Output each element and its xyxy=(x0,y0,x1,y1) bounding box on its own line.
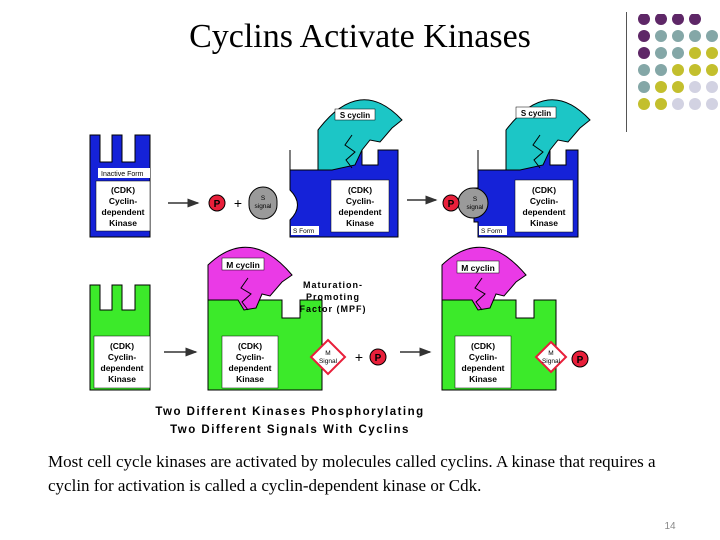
s-cyclin-label: S cyclin xyxy=(521,109,551,118)
signal-text-line: S xyxy=(261,195,266,202)
m-cyclin-cdk-phosphorylated-complex: M cyclin (CDK) Cyclin- dependent Kinase … xyxy=(441,246,589,391)
dot-row-1 xyxy=(638,14,701,25)
m-signal-icon: M Signal xyxy=(309,338,347,376)
mpf-text-line: Maturation- xyxy=(303,280,363,290)
inactive-cdk-m: (CDK) Cyclin- dependent Kinase xyxy=(89,284,151,391)
s-form-label: S Form xyxy=(481,228,502,235)
cdk-text-line: (CDK) xyxy=(238,341,262,351)
decorative-dot-grid xyxy=(638,14,718,110)
phosphate-label: P xyxy=(375,353,382,364)
s-signal-icon: S signal xyxy=(248,186,278,220)
cyclin-kinase-diagram: Inactive Form (CDK) Cyclin- dependent Ki… xyxy=(89,99,591,436)
slide-caption: Most cell cycle kinases are activated by… xyxy=(48,452,656,495)
phosphate-icon: P xyxy=(208,194,226,212)
signal-text-line: signal xyxy=(255,203,273,210)
mpf-label: Maturation- Promoting Factor (MPF) xyxy=(300,280,367,314)
cdk-text-line: Cyclin- xyxy=(109,196,138,206)
dot-row-3 xyxy=(638,47,718,59)
s-form-label: S Form xyxy=(293,228,314,235)
plus-sign: + xyxy=(234,195,242,211)
cdk-text-line: dependent xyxy=(229,363,272,373)
page-number: 14 xyxy=(664,521,676,532)
signal-text-line: M xyxy=(548,350,553,357)
inactive-cdk-s: Inactive Form (CDK) Cyclin- dependent Ki… xyxy=(89,134,151,238)
dot-row-2 xyxy=(638,30,718,42)
m-cyclin-label: M cyclin xyxy=(461,263,495,273)
cdk-text-line: Cyclin- xyxy=(108,352,137,362)
dot-row-6 xyxy=(638,98,718,110)
cdk-text-line: Kinase xyxy=(530,218,558,228)
phosphate-label: P xyxy=(214,199,221,210)
cdk-text-line: Kinase xyxy=(469,374,497,384)
dot-row-4 xyxy=(638,64,718,76)
figure-caption-line: Two Different Signals With Cyclins xyxy=(170,424,410,436)
cdk-text-line: Cyclin- xyxy=(530,196,559,206)
cdk-text-line: (CDK) xyxy=(348,185,372,195)
cdk-text-line: dependent xyxy=(339,207,382,217)
cdk-text-line: dependent xyxy=(101,363,144,373)
m-cyclin-label: M cyclin xyxy=(226,260,260,270)
cdk-text-line: Kinase xyxy=(346,218,374,228)
cdk-text-line: Kinase xyxy=(108,374,136,384)
phosphate-icon: P xyxy=(442,194,460,212)
s-cyclin-label: S cyclin xyxy=(340,111,370,120)
cdk-text-line: (CDK) xyxy=(471,341,495,351)
cdk-text-line: dependent xyxy=(523,207,566,217)
phosphate-icon: P xyxy=(369,348,387,366)
s-cyclin-cdk-complex: S cyclin (CDK) Cyclin- dependent Kinase … xyxy=(289,99,403,238)
cdk-text-line: Cyclin- xyxy=(346,196,375,206)
cdk-text-line: (CDK) xyxy=(532,185,556,195)
phosphate-icon: P xyxy=(571,350,589,368)
cdk-text-line: dependent xyxy=(102,207,145,217)
dot-row-5 xyxy=(638,81,718,93)
slide-title: Cyclins Activate Kinases xyxy=(189,18,531,55)
plus-sign: + xyxy=(355,349,363,365)
cdk-text-line: Cyclin- xyxy=(236,352,265,362)
phosphate-label: P xyxy=(577,355,584,366)
figure-caption-line: Two Different Kinases Phosphorylating xyxy=(155,406,424,418)
mpf-text-line: Promoting xyxy=(306,292,360,302)
cdk-text-line: Kinase xyxy=(236,374,264,384)
m-cyclin-cdk-complex: M cyclin (CDK) Cyclin- dependent Kinase xyxy=(207,246,323,391)
cdk-text-line: Kinase xyxy=(109,218,137,228)
signal-text-line: M xyxy=(325,350,330,357)
cdk-text-line: dependent xyxy=(462,363,505,373)
decorative-divider xyxy=(626,12,627,132)
signal-text-line: S xyxy=(473,196,478,203)
m-signal-icon: M Signal xyxy=(534,340,568,374)
s-signal-icon: S signal xyxy=(457,187,489,219)
signal-text-line: Signal xyxy=(319,358,338,365)
signal-text-line: signal xyxy=(467,204,485,211)
inactive-form-label: Inactive Form xyxy=(101,171,144,178)
mpf-text-line: Factor (MPF) xyxy=(300,304,367,314)
cdk-text-line: Cyclin- xyxy=(469,352,498,362)
signal-text-line: Signal xyxy=(542,358,561,365)
s-cyclin-cdk-phosphorylated-complex: S cyclin (CDK) Cyclin- dependent Kinase … xyxy=(442,99,591,238)
cdk-text-line: (CDK) xyxy=(111,185,135,195)
cdk-text-line: (CDK) xyxy=(110,341,134,351)
phosphate-label: P xyxy=(448,199,455,210)
